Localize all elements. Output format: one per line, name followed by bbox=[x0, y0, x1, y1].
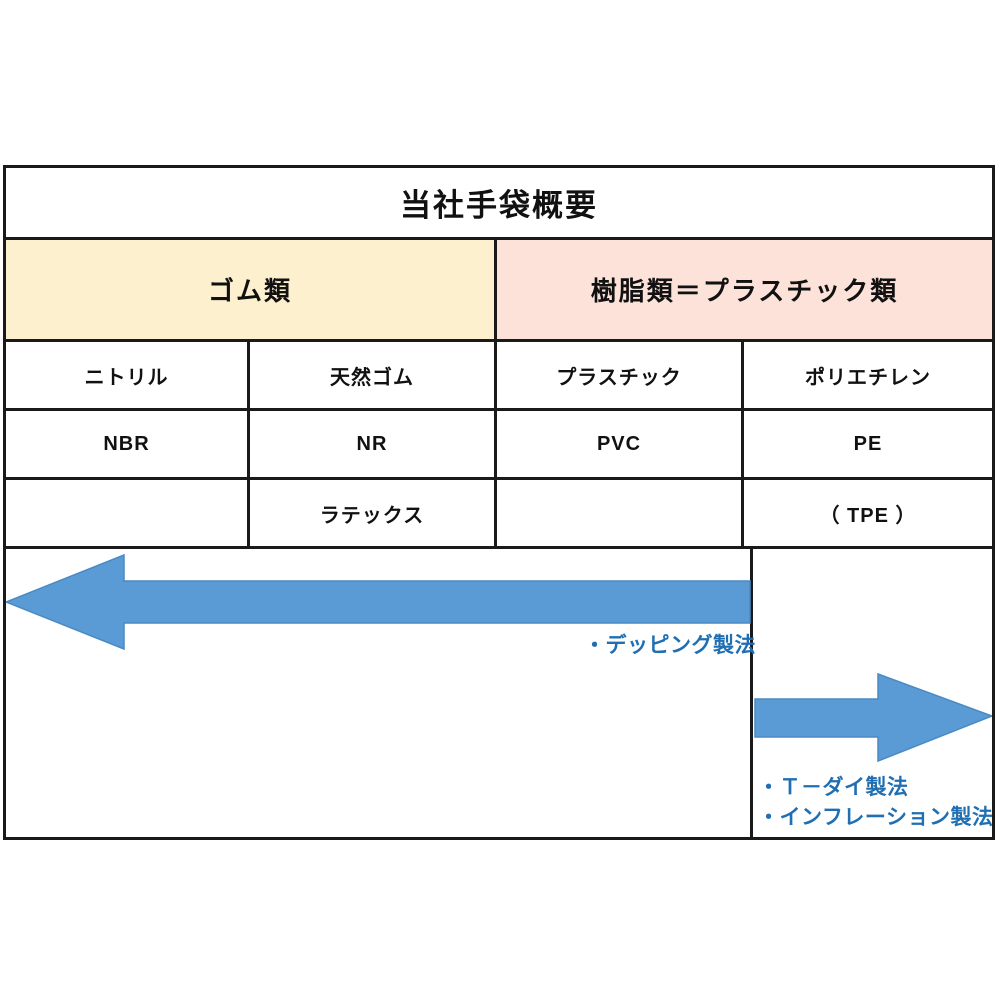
cell-pvc: PVC bbox=[497, 411, 744, 477]
cell-pvc-variant bbox=[497, 480, 744, 546]
material-name-row: ニトリル 天然ゴム プラスチック ポリエチレン bbox=[6, 342, 992, 411]
page-title: 当社手袋概要 bbox=[400, 188, 598, 223]
cell-latex: ラテックス bbox=[250, 480, 497, 546]
material-abbrev-row: NBR NR PVC PE bbox=[6, 411, 992, 480]
label-t-die-process: ・Ｔ－ダイ製法 bbox=[758, 776, 909, 799]
cell-tpe: （ TPE ） bbox=[819, 504, 917, 527]
label-inflation-process: ・インフレーション製法 bbox=[758, 806, 994, 829]
extrusion-process-arrow bbox=[754, 672, 992, 763]
cell-nitrile-variant bbox=[6, 480, 250, 546]
cell-pe: PE bbox=[853, 432, 883, 455]
material-variant-row: ラテックス （ TPE ） bbox=[6, 480, 992, 549]
dipping-process-arrow bbox=[6, 553, 751, 651]
cell-polyethylene: ポリエチレン bbox=[805, 366, 931, 389]
cell-nbr: NBR bbox=[6, 411, 250, 477]
label-dipping-process: ・デッピング製法 bbox=[584, 634, 756, 657]
process-arrows-svg bbox=[6, 553, 992, 763]
category-header-resin: 樹脂類＝プラスチック類 bbox=[497, 240, 992, 339]
process-column-divider bbox=[750, 549, 753, 840]
cell-natural-rubber: 天然ゴム bbox=[250, 342, 497, 408]
process-diagram-area: ・デッピング製法 ・Ｔ－ダイ製法 ・インフレーション製法 bbox=[6, 549, 994, 840]
category-header-rubber: ゴム類 bbox=[6, 240, 497, 339]
category-row: ゴム類 樹脂類＝プラスチック類 bbox=[6, 240, 992, 342]
cell-nr: NR bbox=[250, 411, 497, 477]
table-title-row: 当社手袋概要 bbox=[6, 168, 992, 240]
cell-nitrile: ニトリル bbox=[6, 342, 250, 408]
cell-plastic: プラスチック bbox=[497, 342, 744, 408]
glove-overview-table: 当社手袋概要 ゴム類 樹脂類＝プラスチック類 ニトリル 天然ゴム プラスチック … bbox=[3, 165, 995, 840]
